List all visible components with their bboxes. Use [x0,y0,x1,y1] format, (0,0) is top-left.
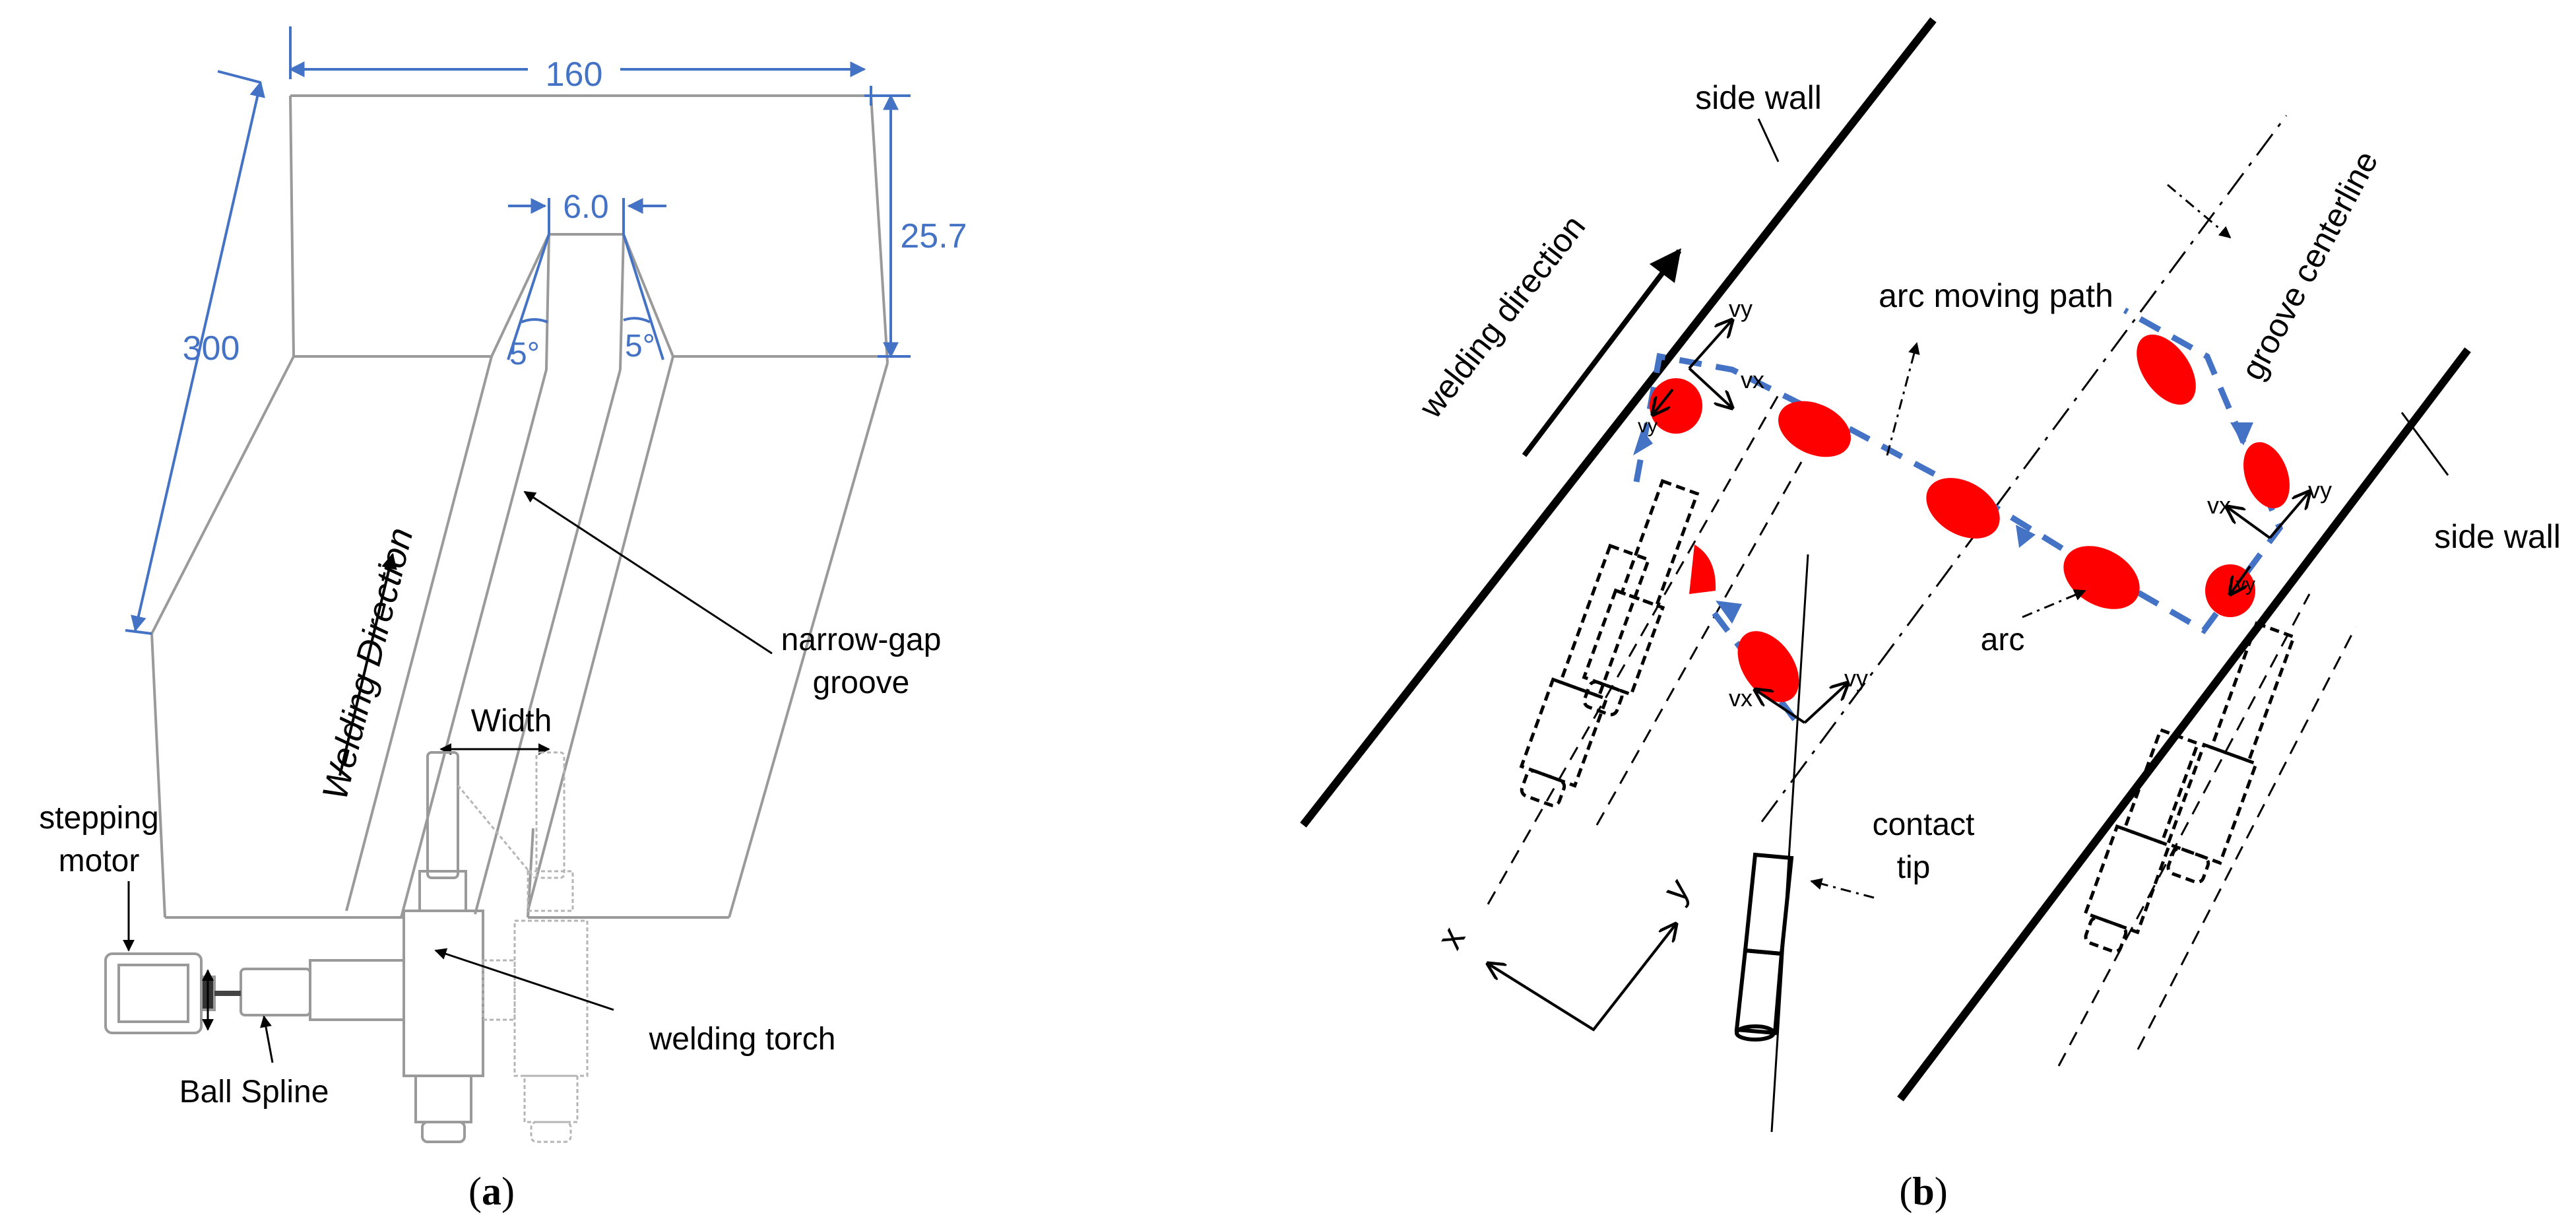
arc-label: arc [1981,622,2025,657]
arc-moving-path-return [1710,609,1797,721]
velocity-label-vx-3: vx [1729,684,1753,712]
contact-label-1: contact [1873,807,1975,842]
dashed-torches [1519,479,2296,954]
arc-moving-path-label: arc moving path [1879,277,2113,314]
velocity-label-vy-1: vy [1729,295,1753,322]
xy-axes [1488,924,1676,1032]
welding-torch-label: welding torch [649,1022,836,1057]
side-wall-right-label: side wall [2434,518,2561,555]
velocity-label-vy-4: vy [2308,477,2332,504]
narrow-gap-pointer [523,490,773,655]
stepping-motor [104,952,241,1034]
velocity-label-vy-3: vy [1844,665,1868,692]
contact-tip-pointer [1810,878,1875,899]
arc-8 [1737,631,1799,702]
welding-direction-label-b: welding direction [1411,209,1592,426]
arc-1 [1650,378,1702,434]
caption-b: (b) [1899,1170,1947,1213]
welding-direction-label: Welding Direction [315,524,420,804]
width-label: Width [471,704,552,739]
path-arrowheads [1633,422,2253,624]
dimension-lines [125,26,911,635]
panel-a: 160 300 25.7 6.0 5° 5° Welding Direction… [39,26,967,1213]
centerline-pointer [2167,183,2232,239]
welding-direction-arrow [338,552,397,776]
arc-6 [2243,442,2290,509]
arc-7 [2137,334,2196,405]
velocity-label-vy-2: vy [1638,415,1658,437]
dimension-160: 160 [546,55,603,94]
axis-x-label: x [1430,920,1473,955]
axis-y-label: y [1656,871,1698,910]
caption-b-close: ) [1935,1170,1948,1213]
welding-direction-arrow-b [1522,248,1682,457]
stepping-label-1: stepping [39,801,158,836]
side-wall-top-leader [1757,118,1780,162]
dimension-25-7: 25.7 [900,217,967,255]
caption-b-letter: b [1912,1170,1934,1213]
dimension-300: 300 [183,329,240,368]
side-wall-left [1300,17,1937,828]
narrow-gap-label-1: narrow-gap [781,622,942,657]
caption-a-open: ( [468,1170,482,1213]
side-wall-right [1897,347,2471,1102]
velocity-vectors [1653,320,2309,724]
arc-pointer [2022,589,2086,618]
caption-a-letter: a [482,1170,501,1213]
stepping-label-2: motor [59,844,140,879]
velocity-label-vx-1: vx [1741,366,1764,393]
contact-tip [1734,852,1794,1042]
panel-b: side wall side wall welding direction ar… [1300,17,2561,1213]
side-wall-right-leader [2400,412,2449,476]
welding-torch-ghost [457,751,589,1143]
caption-a-close: ) [501,1170,515,1213]
ball-spline-pointer [260,1015,274,1063]
velocity-label-vx-4: vx [2207,492,2231,519]
velocity-label-vy-5: vy [2236,574,2255,595]
narrow-gap-label-2: groove [813,665,910,700]
ball-spline-label: Ball Spline [179,1075,329,1110]
caption-a: (a) [468,1170,515,1213]
groove-centerline-label: groove centerline [2234,145,2385,386]
welding-torch-pointer [434,948,614,1011]
velocity-labels: vy vx vy vy vx vx vy vy [1638,295,2332,712]
contact-label-2: tip [1897,850,1931,885]
dimension-6-0: 6.0 [563,188,609,225]
caption-b-open: ( [1899,1170,1912,1213]
arc-4 [2063,546,2140,609]
arc-3 [1926,478,2000,539]
welding-torch [240,751,484,1143]
arc-path-pointer [1886,342,1920,456]
arc-2 [1778,401,1851,457]
angle-right: 5° [625,329,655,364]
angle-left: 5° [509,337,540,372]
arc-9 [1689,545,1716,594]
side-wall-top-label: side wall [1695,79,1822,116]
groove-block [150,94,889,919]
guide-lines [1487,115,2357,1133]
